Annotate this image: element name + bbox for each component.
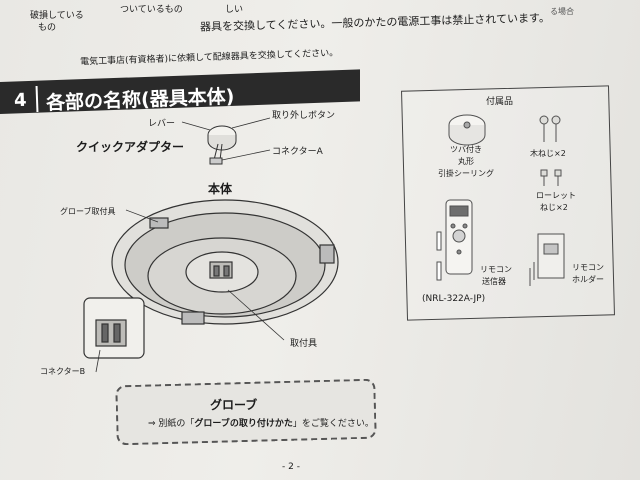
remote-label-1: リモコン: [480, 265, 512, 274]
remote-holder-icon: [529, 233, 565, 286]
model-number: (NRL-322A-JP): [422, 294, 486, 304]
ceiling-label-1: ツバ付き: [450, 145, 482, 154]
holder-label-2: ホルダー: [572, 275, 604, 284]
accessories-box: [401, 85, 615, 321]
ceiling-hook-icon: [448, 114, 486, 146]
remote-control-icon: [436, 199, 473, 281]
quick-adapter-label: クイックアダプター: [76, 140, 185, 154]
release-button-label: 取り外しボタン: [272, 111, 336, 121]
connector-b-inset: [83, 297, 145, 359]
wood-screw-label: 木ねじ×2: [530, 149, 566, 158]
body-title: 本体: [208, 182, 233, 196]
accessories-title: 付属品: [486, 97, 514, 107]
rolette-screw-icon: [540, 169, 562, 186]
ceiling-label-3: 引掛シーリング: [438, 169, 494, 178]
globe-note: ⇒ 別紙の「グローブの取り付けかた」をご覧ください。: [148, 416, 374, 429]
rolette-label-2: ねじ×2: [540, 203, 568, 212]
globe-title: グローブ: [210, 398, 258, 412]
top-icon-label-2: もの: [38, 23, 57, 33]
rolette-label-1: ローレット: [536, 191, 576, 200]
lever-label: レバー: [148, 119, 176, 129]
globe-note-prefix: ⇒ 別紙の「: [148, 419, 195, 429]
page-number: - 2 -: [282, 462, 300, 472]
wood-screw-icon: [539, 115, 561, 142]
top-icon-label-1: 破損している: [30, 11, 84, 21]
mount-label: 取付具: [290, 339, 318, 349]
globe-note-suffix: 」をご覧ください。: [292, 419, 374, 429]
top-text-1: ついているもの: [120, 5, 183, 15]
remote-label-2: 送信器: [482, 277, 506, 286]
fixture-body-icon: [111, 199, 339, 325]
connector-a-label: コネクターA: [272, 147, 323, 157]
connector-b-label: コネクターB: [40, 367, 86, 376]
ceiling-label-2: 丸形: [458, 157, 474, 166]
globe-mount-label: グローブ取付具: [60, 207, 116, 216]
top-text-3: る場合: [550, 7, 574, 16]
quick-adapter-icon: [207, 125, 237, 165]
globe-note-link: グローブの取り付けかた: [194, 419, 293, 429]
top-text-2: しい: [225, 5, 244, 15]
holder-label-1: リモコン: [572, 263, 604, 272]
